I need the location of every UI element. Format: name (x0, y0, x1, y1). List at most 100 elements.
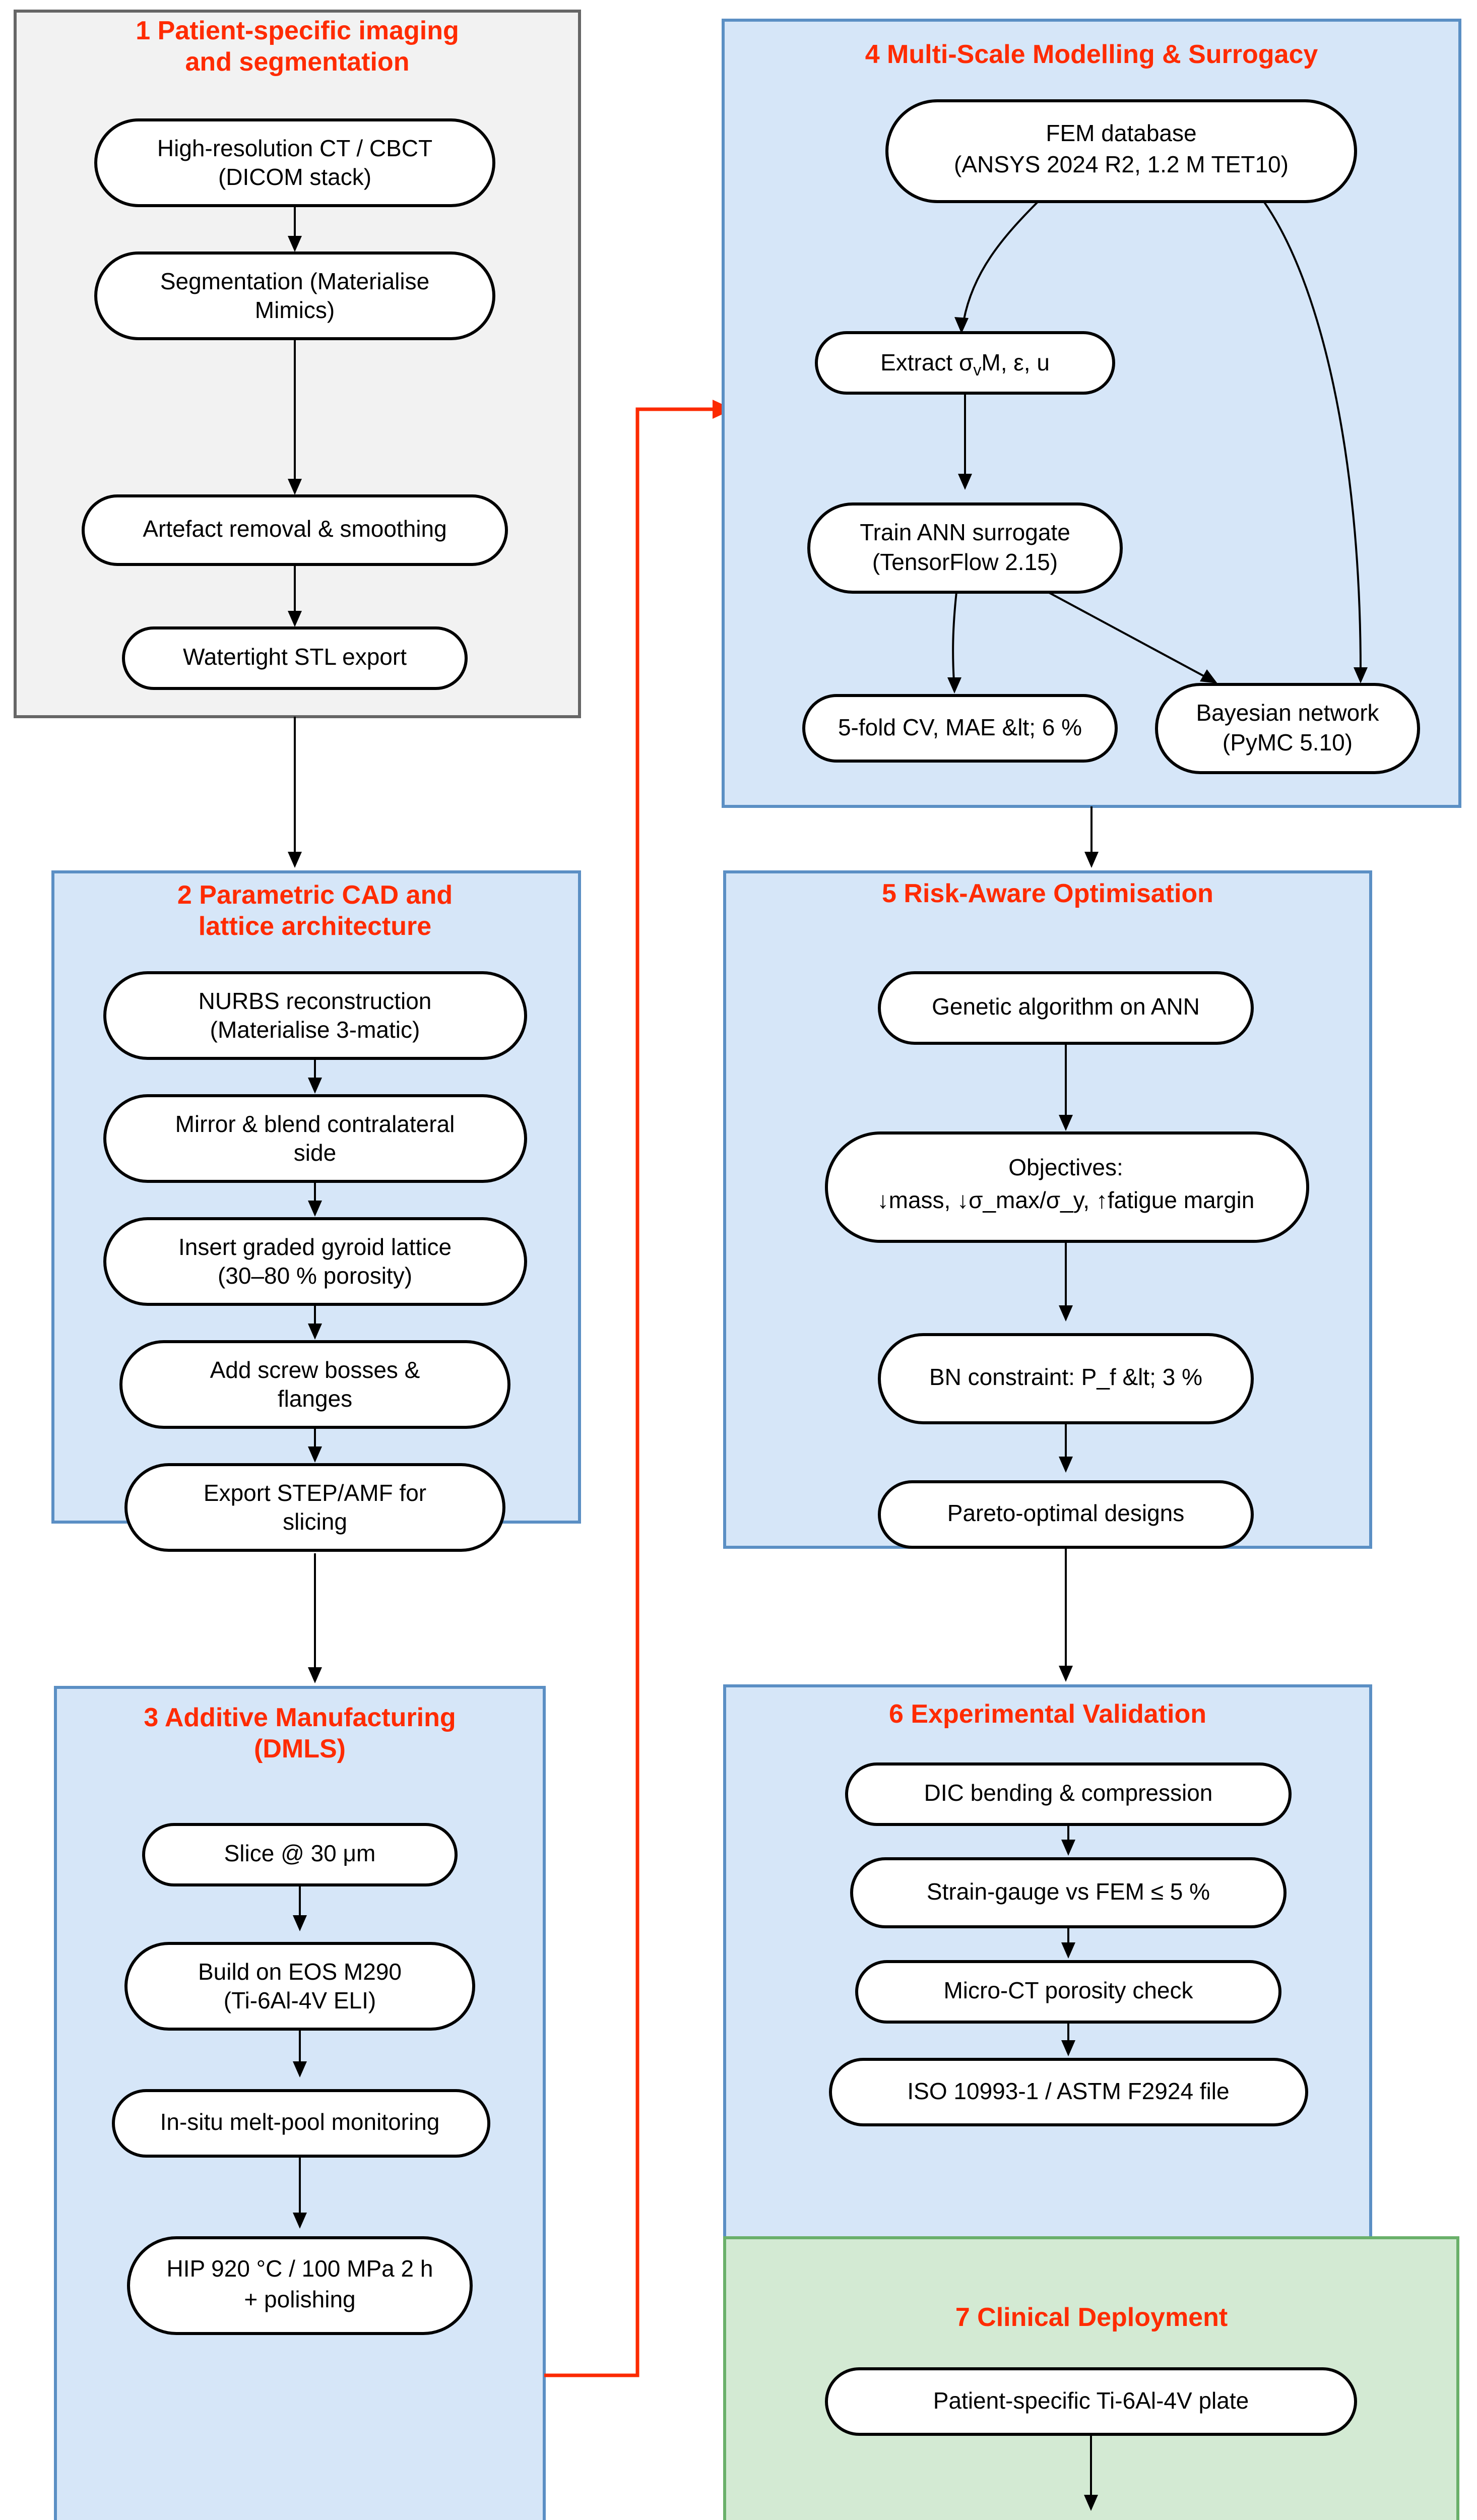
edge-n12-n13-arrowhead (293, 2213, 307, 2229)
node-n16-shape[interactable] (807, 502, 1123, 594)
node-watertight-stl-export[interactable]: Watertight STL export (122, 626, 468, 690)
edge-n19-n20-arrowhead (1059, 1115, 1073, 1131)
node-n2-shape[interactable] (94, 251, 495, 340)
node-n1-shape[interactable] (94, 118, 495, 207)
node-in-situ-melt-pool-monitoring[interactable]: In-situ melt-pool monitoring (112, 2089, 490, 2158)
edge-n16-n17 (952, 592, 957, 682)
node-train-ann-surrogate-tensorflow[interactable]: Train ANN surrogate (TensorFlow 2.15) (807, 502, 1123, 594)
node-n9-shape[interactable] (124, 1463, 505, 1552)
cluster-3-additive-manufacturing: 3 Additive Manufacturing (DMLS) Slice @ … (54, 1686, 546, 2520)
edge-n8-n9-arrowhead (308, 1446, 322, 1463)
edge-n23-n24-arrowhead (1061, 1840, 1075, 1856)
node-add-screw-bosses-flanges[interactable]: Add screw bosses & flanges (119, 1340, 510, 1429)
node-n17-label-line1: 5-fold CV, MAE &lt; 6 % (838, 714, 1082, 740)
node-n7-label-line2: (30–80 % porosity) (218, 1263, 412, 1289)
node-n22-label-line1: Pareto-optimal designs (947, 1500, 1184, 1526)
cluster-2-title-line2: lattice architecture (199, 912, 431, 941)
node-segmentation-materialise-mimics[interactable]: Segmentation (Materialise Mimics) (94, 251, 495, 340)
node-n18-label-line1: Bayesian network (1196, 700, 1379, 726)
edge-n16-n17-arrowhead (947, 677, 961, 694)
node-high-resolution-ct-cbct[interactable]: High-resolution CT / CBCT (DICOM stack) (94, 118, 495, 207)
cluster-5-risk-aware-optimisation: 5 Risk-Aware Optimisation Genetic algori… (723, 870, 1372, 1549)
node-n26-label-line1: ISO 10993-1 / ASTM F2924 file (907, 2078, 1229, 2104)
node-n9-label-line1: Export STEP/AMF for (204, 1480, 426, 1506)
node-n20-shape[interactable] (825, 1131, 1309, 1243)
node-micro-ct-porosity-check[interactable]: Micro-CT porosity check (855, 1960, 1281, 2024)
cluster-1-title-line2: and segmentation (185, 47, 410, 77)
node-artefact-removal-smoothing[interactable]: Artefact removal & smoothing (82, 494, 508, 566)
node-n5-label-line1: NURBS reconstruction (199, 988, 432, 1014)
node-n14-shape[interactable] (885, 99, 1357, 203)
node-n13-shape[interactable] (127, 2236, 473, 2335)
cluster-5-title-line1: 5 Risk-Aware Optimisation (882, 879, 1213, 908)
node-genetic-algorithm-on-ann[interactable]: Genetic algorithm on ANN (878, 971, 1254, 1045)
node-n12-shape[interactable] (112, 2089, 490, 2158)
node-n18-label-line2: (PyMC 5.10) (1223, 729, 1353, 755)
node-5-fold-cv-mae[interactable]: 5-fold CV, MAE &lt; 6 % (802, 694, 1118, 763)
node-slice-at-30-micron[interactable]: Slice @ 30 μm (142, 1823, 458, 1886)
cluster-3-title-line2: (DMLS) (254, 1734, 346, 1763)
cluster-7-clinical-deployment: 7 Clinical Deployment Patient-specific T… (723, 2236, 1459, 2520)
node-build-on-eos-m290[interactable]: Build on EOS M290 (Ti-6Al-4V ELI) (124, 1942, 475, 2031)
node-n10-label-line1: Slice @ 30 μm (224, 1840, 376, 1866)
node-n16-label-line2: (TensorFlow 2.15) (872, 549, 1058, 575)
node-insert-graded-gyroid-lattice[interactable]: Insert graded gyroid lattice (30–80 % po… (103, 1217, 527, 1306)
edge-n14-n15 (962, 201, 1039, 322)
edge-n10-n11-arrowhead (293, 1915, 307, 1931)
edge-n6-n7-arrowhead (308, 1201, 322, 1217)
node-n5-shape[interactable] (103, 971, 527, 1060)
edge-n5-n6-arrowhead (308, 1078, 322, 1094)
node-n3-label-line1: Artefact removal & smoothing (143, 516, 446, 542)
edge-cluster4-cluster5-arrowhead (1084, 852, 1099, 868)
edge-n1-n2-arrowhead (288, 236, 302, 252)
node-n6-label-line1: Mirror & blend contralateral (175, 1111, 455, 1137)
node-hip-920c-100mpa-polishing[interactable]: HIP 920 °C / 100 MPa 2 h + polishing (127, 2236, 473, 2335)
node-n11-label-line2: (Ti-6Al-4V ELI) (224, 1987, 376, 2013)
node-n23-label-line1: DIC bending & compression (924, 1780, 1213, 1806)
edge-n7-n8-arrowhead (308, 1324, 322, 1340)
cluster-6-title-line1: 6 Experimental Validation (889, 1699, 1206, 1729)
node-iso-10993-astm-f2924-file[interactable]: ISO 10993-1 / ASTM F2924 file (829, 2058, 1308, 2126)
node-strain-gauge-vs-fem[interactable]: Strain-gauge vs FEM ≤ 5 % (850, 1857, 1287, 1928)
node-n11-shape[interactable] (124, 1942, 475, 2031)
node-n1-label-line1: High-resolution CT / CBCT (157, 135, 432, 161)
node-bn-constraint-pf[interactable]: BN constraint: P_f &lt; 3 % (878, 1333, 1254, 1424)
cluster-3-title-line1: 3 Additive Manufacturing (144, 1703, 456, 1732)
node-n19-label-line1: Genetic algorithm on ANN (932, 993, 1200, 1020)
cluster-4-multi-scale-modelling-surrogacy: 4 Multi-Scale Modelling & Surrogacy FEM … (722, 19, 1461, 808)
node-n5-label-line2: (Materialise 3-matic) (210, 1017, 420, 1043)
node-n14-label-line2: (ANSYS 2024 R2, 1.2 M TET10) (954, 151, 1289, 177)
node-n6-shape[interactable] (103, 1094, 527, 1183)
edge-n24-n25-arrowhead (1061, 1942, 1075, 1959)
node-n17-shape[interactable] (802, 694, 1118, 763)
node-n4-label-line1: Watertight STL export (183, 644, 407, 670)
node-fem-database-ansys[interactable]: FEM database (ANSYS 2024 R2, 1.2 M TET10… (885, 99, 1357, 203)
node-dic-bending-compression[interactable]: DIC bending & compression (845, 1762, 1292, 1826)
node-pareto-optimal-designs[interactable]: Pareto-optimal designs (878, 1480, 1254, 1549)
node-n1-label-line2: (DICOM stack) (218, 164, 371, 190)
node-patient-specific-ti-plate[interactable]: Patient-specific Ti-6Al-4V plate (825, 2367, 1357, 2436)
node-n13-label-line1: HIP 920 °C / 100 MPa 2 h (167, 2255, 433, 2282)
node-n12-label-line1: In-situ melt-pool monitoring (160, 2109, 440, 2135)
cluster-7-title-line1: 7 Clinical Deployment (955, 2303, 1228, 2332)
node-n4-shape[interactable] (122, 626, 468, 690)
node-n26-shape[interactable] (829, 2058, 1308, 2126)
node-export-step-amf-for-slicing[interactable]: Export STEP/AMF for slicing (124, 1463, 505, 1552)
node-n8-label-line1: Add screw bosses & (210, 1357, 420, 1383)
node-n21-label-line1: BN constraint: P_f &lt; 3 % (929, 1364, 1202, 1390)
node-n7-shape[interactable] (103, 1217, 527, 1306)
node-n8-shape[interactable] (119, 1340, 510, 1429)
edge-n3-n4-arrowhead (288, 611, 302, 627)
edge-n16-n18 (1048, 591, 1206, 678)
node-mirror-blend-contralateral[interactable]: Mirror & blend contralateral side (103, 1094, 527, 1183)
node-n18-shape[interactable] (1155, 683, 1420, 774)
node-nurbs-reconstruction[interactable]: NURBS reconstruction (Materialise 3-mati… (103, 971, 527, 1060)
node-n13-label-line2: + polishing (244, 2286, 355, 2312)
node-bayesian-network-pymc[interactable]: Bayesian network (PyMC 5.10) (1155, 683, 1420, 774)
node-n7-label-line1: Insert graded gyroid lattice (178, 1234, 452, 1260)
edge-n27-n28-arrowhead (1084, 2495, 1098, 2511)
node-objectives[interactable]: Objectives: ↓mass, ↓σ_max/σ_y, ↑fatigue … (825, 1131, 1309, 1243)
cluster-2-title-line1: 2 Parametric CAD and (177, 880, 453, 910)
node-extract-sigma-vm-epsilon-u[interactable]: Extract σvM, ε, u (815, 331, 1115, 395)
